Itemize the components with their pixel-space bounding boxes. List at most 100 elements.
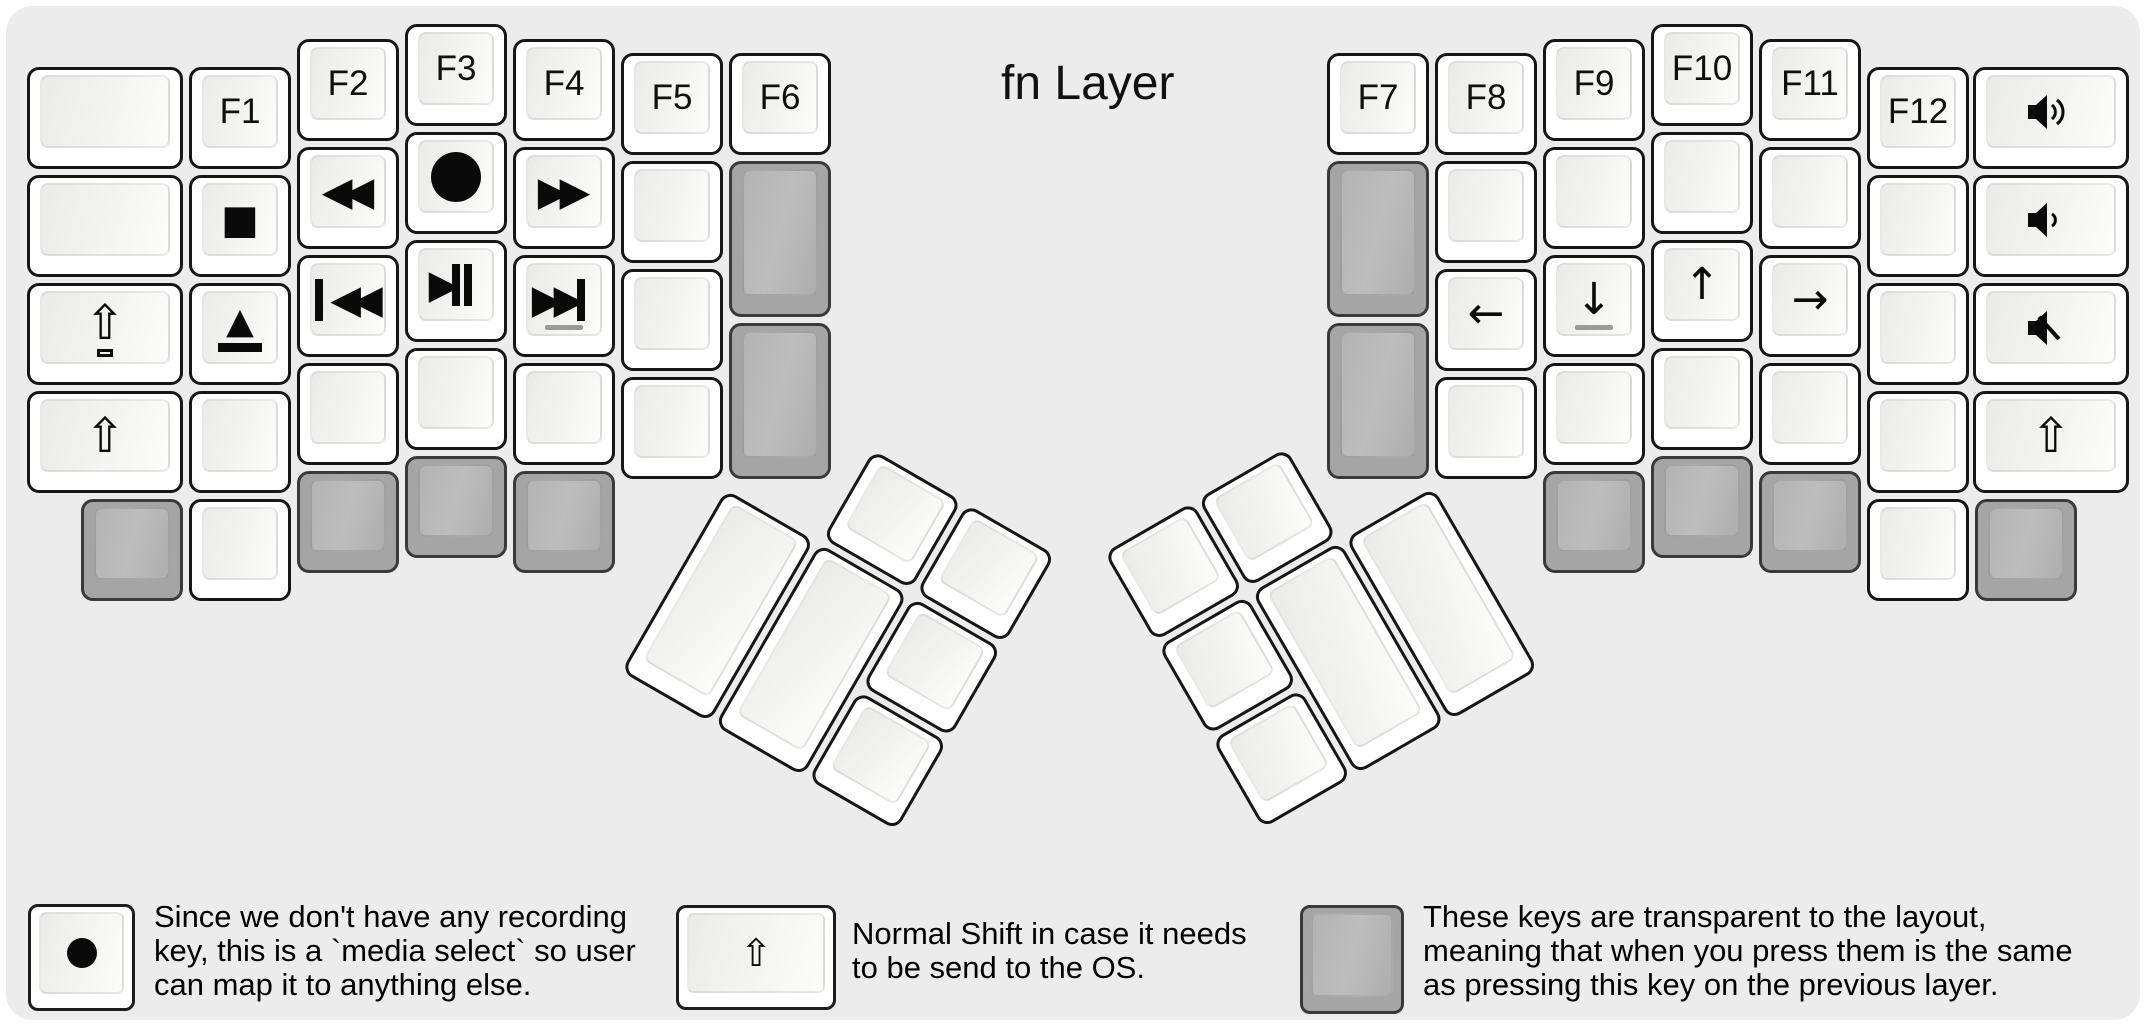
keycap-surface — [1988, 507, 2064, 580]
key-shift[interactable]: ⇧ — [27, 391, 183, 493]
key-fast-forward[interactable]: ▶▶ — [513, 147, 615, 249]
next-track-icon: ▶▶ — [532, 278, 597, 321]
key-transparent[interactable] — [729, 161, 831, 317]
key-blank[interactable] — [27, 175, 183, 277]
keycap-surface — [1664, 464, 1740, 537]
key-transparent[interactable] — [405, 456, 507, 558]
key-record[interactable] — [405, 132, 507, 234]
key-f11[interactable]: F11 — [1759, 39, 1861, 141]
arrow-up-icon: ↑ — [1683, 258, 1721, 310]
key-volume-up[interactable] — [1973, 67, 2129, 169]
key-transparent[interactable] — [729, 323, 831, 479]
keycap-surface — [1772, 479, 1848, 552]
key-transparent[interactable] — [1651, 456, 1753, 558]
key-blank[interactable] — [1867, 499, 1969, 601]
keycap-surface — [883, 610, 987, 713]
key-blank[interactable] — [1759, 363, 1861, 465]
keycap-surface — [418, 464, 494, 537]
key-caps-lock[interactable]: ⇧ — [27, 283, 183, 385]
key-f2[interactable]: F2 — [297, 39, 399, 141]
keycap-surface: F5 — [634, 61, 710, 134]
key-prev-track[interactable]: ◀◀ — [297, 255, 399, 357]
keycap-surface — [1340, 331, 1416, 458]
key-f10[interactable]: F10 — [1651, 24, 1753, 126]
key-transparent[interactable] — [1327, 323, 1429, 479]
record-icon — [431, 151, 481, 202]
keycap-surface — [94, 507, 170, 580]
volume-down-icon — [2028, 202, 2057, 237]
key-blank[interactable] — [1651, 132, 1753, 234]
key-stop[interactable]: ■ — [189, 175, 291, 277]
key-eject[interactable]: ▲ — [189, 283, 291, 385]
key-blank[interactable] — [1543, 147, 1645, 249]
keycap-surface: F8 — [1448, 61, 1524, 134]
key-blank[interactable] — [297, 363, 399, 465]
play-pause-icon: ▶ — [429, 263, 484, 306]
key-transparent[interactable] — [1975, 499, 2077, 601]
keycap-surface — [1556, 155, 1632, 228]
key-f4[interactable]: F4 — [513, 39, 615, 141]
key-label: F5 — [651, 77, 693, 117]
arrow-left-icon: ← — [1467, 287, 1505, 339]
legend-transparent-text: These keys are transparent to the layout… — [1423, 899, 2073, 1002]
key-blank[interactable] — [621, 161, 723, 263]
key-transparent[interactable] — [513, 471, 615, 573]
key-rewind[interactable]: ◀◀ — [297, 147, 399, 249]
key-blank[interactable] — [27, 67, 183, 169]
key-blank[interactable] — [621, 377, 723, 479]
keycap-surface: F1 — [202, 75, 278, 148]
key-volume-mute[interactable] — [1973, 283, 2129, 385]
keycap-surface — [202, 507, 278, 580]
key-arrow-left[interactable]: ← — [1435, 269, 1537, 371]
key-volume-down[interactable] — [1973, 175, 2129, 277]
key-f7[interactable]: F7 — [1327, 53, 1429, 155]
keycap-surface: F9 — [1556, 47, 1632, 120]
key-blank[interactable] — [621, 269, 723, 371]
key-blank[interactable] — [1759, 147, 1861, 249]
key-blank[interactable] — [189, 391, 291, 493]
key-blank[interactable] — [1867, 391, 1969, 493]
key-play-pause[interactable]: ▶ — [405, 240, 507, 342]
keycap-surface: → — [1772, 263, 1848, 336]
key-transparent[interactable] — [81, 499, 183, 601]
key-blank[interactable] — [1543, 363, 1645, 465]
key-f9[interactable]: F9 — [1543, 39, 1645, 141]
key-arrow-up[interactable]: ↑ — [1651, 240, 1753, 342]
key-blank[interactable] — [1435, 377, 1537, 479]
key-f3[interactable]: F3 — [405, 24, 507, 126]
key-blank[interactable] — [189, 499, 291, 601]
key-f1[interactable]: F1 — [189, 67, 291, 169]
key-blank[interactable] — [405, 348, 507, 450]
keycap-surface — [1986, 75, 2116, 148]
keycap-surface — [1340, 169, 1416, 296]
keycap-surface — [526, 479, 602, 552]
keycap-surface — [1173, 608, 1276, 711]
shift-icon: ⇧ — [2030, 407, 2072, 464]
keycap-surface: ← — [1448, 277, 1524, 350]
key-label: F10 — [1671, 48, 1733, 88]
keycap-surface — [1880, 291, 1956, 364]
keycap-surface — [937, 517, 1041, 619]
key-f6[interactable]: F6 — [729, 53, 831, 155]
key-transparent[interactable] — [297, 471, 399, 573]
key-blank[interactable] — [1435, 161, 1537, 263]
key-f5[interactable]: F5 — [621, 53, 723, 155]
key-transparent[interactable] — [1327, 161, 1429, 317]
key-blank[interactable] — [1867, 283, 1969, 385]
record-icon — [66, 938, 97, 968]
key-transparent[interactable] — [1543, 471, 1645, 573]
key-blank[interactable] — [513, 363, 615, 465]
key-next-track[interactable]: ▶▶ — [513, 255, 615, 357]
key-transparent[interactable] — [1759, 471, 1861, 573]
key-arrow-down[interactable]: ↓ — [1543, 255, 1645, 357]
key-arrow-right[interactable]: → — [1759, 255, 1861, 357]
transparent-key-icon — [1300, 905, 1404, 1014]
keycap-surface: ▶▶ — [526, 263, 602, 336]
keycap-surface — [1880, 507, 1956, 580]
keycap-surface — [526, 371, 602, 444]
key-shift[interactable]: ⇧ — [1973, 391, 2129, 493]
key-blank[interactable] — [1867, 175, 1969, 277]
key-blank[interactable] — [1651, 348, 1753, 450]
key-f8[interactable]: F8 — [1435, 53, 1537, 155]
key-f12[interactable]: F12 — [1867, 67, 1969, 169]
